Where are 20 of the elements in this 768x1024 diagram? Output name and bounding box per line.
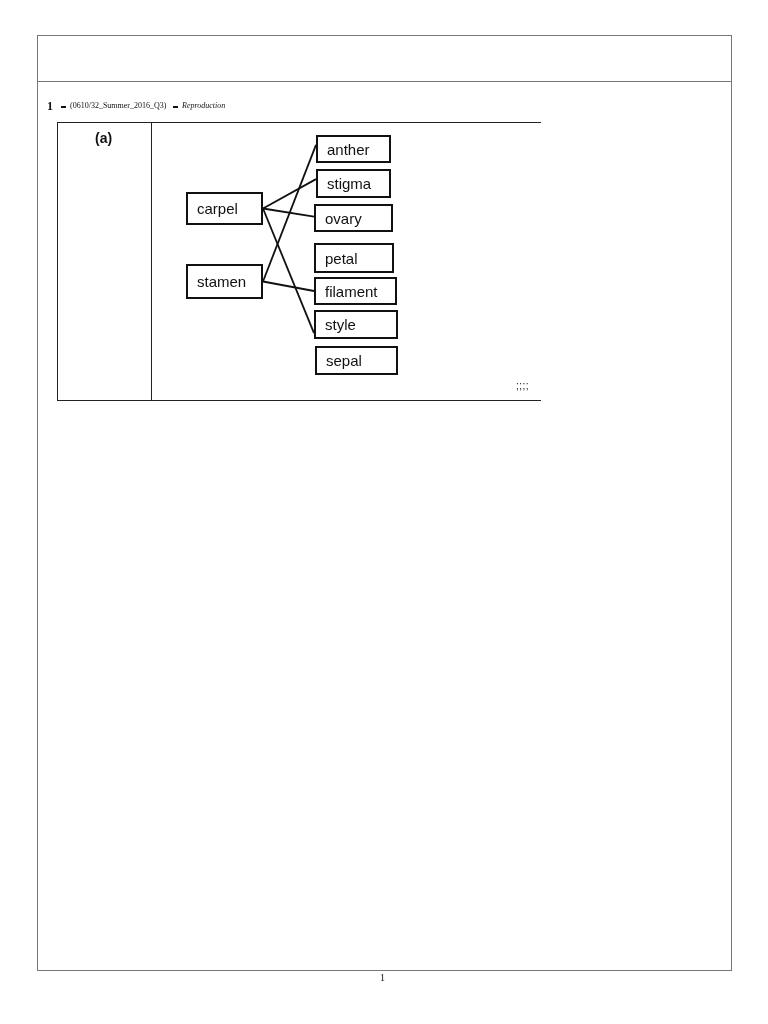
matching-line bbox=[262, 207, 315, 218]
matching-line bbox=[262, 280, 315, 292]
matching-line bbox=[262, 143, 317, 283]
part-label: (a) bbox=[95, 130, 113, 146]
term-box: filament bbox=[314, 277, 397, 305]
term-box: sepal bbox=[315, 346, 398, 375]
mark-symbols: ;;;; bbox=[516, 380, 530, 391]
question-reference: (0610/32_Summer_2016_Q3) bbox=[70, 101, 167, 110]
term-box: carpel bbox=[186, 192, 263, 225]
page-number: 1 bbox=[380, 972, 385, 983]
matching-line bbox=[262, 207, 315, 335]
term-box: ovary bbox=[314, 204, 393, 232]
question-number: 1 bbox=[47, 99, 53, 114]
term-box: petal bbox=[314, 243, 394, 273]
term-box: stamen bbox=[186, 264, 263, 299]
matching-line bbox=[262, 178, 317, 210]
term-box: stigma bbox=[316, 169, 391, 198]
term-box: style bbox=[314, 310, 398, 339]
term-box: anther bbox=[316, 135, 391, 163]
topic-label: Reproduction bbox=[182, 101, 226, 110]
